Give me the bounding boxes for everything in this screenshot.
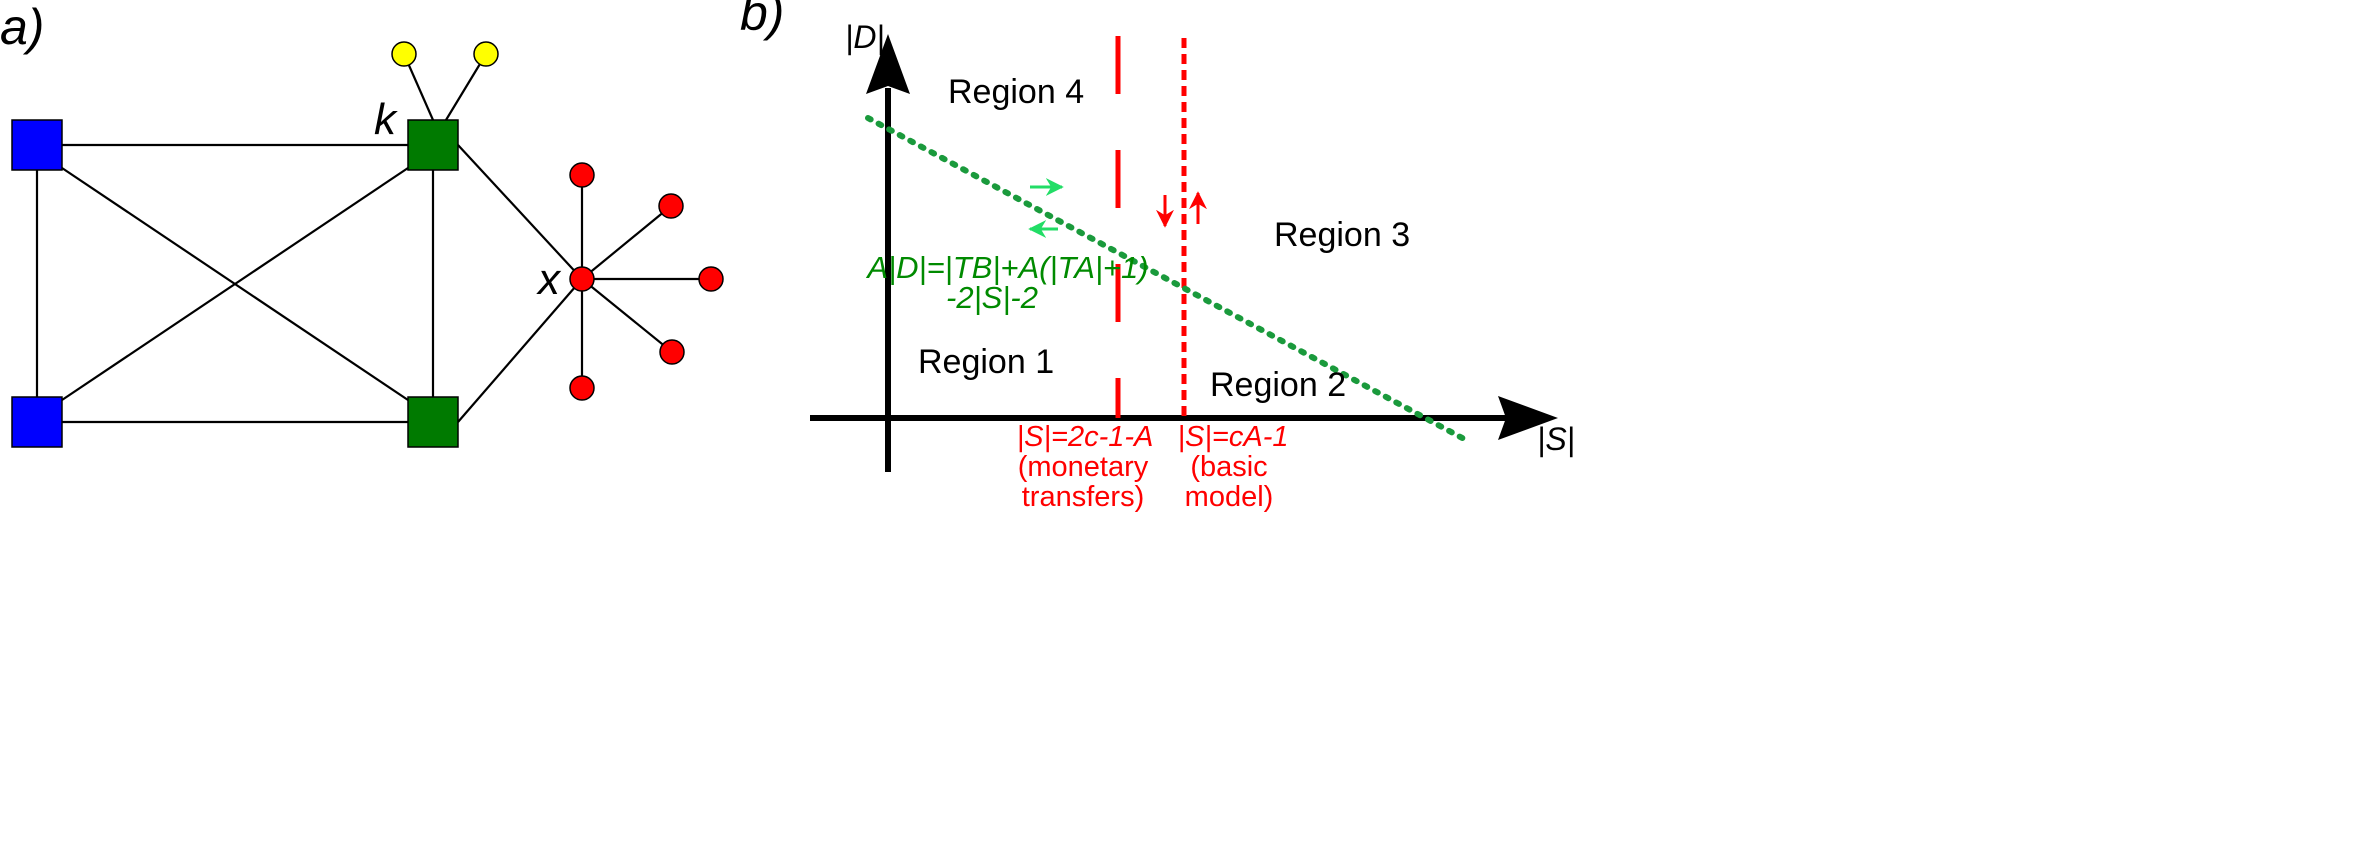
red-leaf-node — [659, 339, 685, 365]
panel-b-label: b) — [740, 0, 784, 41]
blue-node-bottom-left — [11, 396, 63, 448]
panel-a: a) — [0, 0, 724, 448]
green-node-bottom — [407, 396, 459, 448]
red-hub-node-x — [569, 266, 595, 292]
edge — [581, 205, 672, 280]
region-3-label: Region 3 — [1274, 216, 1410, 254]
blue-node-top-left — [11, 119, 63, 171]
edge — [457, 278, 583, 423]
edge — [61, 167, 409, 401]
yellow-leaf-node — [391, 41, 417, 67]
panel-a-label: a) — [0, 0, 44, 55]
monetary-threshold-note-2: transfers) — [1022, 481, 1144, 513]
region-4-label: Region 4 — [948, 73, 1084, 111]
red-leaf-node — [698, 266, 724, 292]
monetary-threshold-label: |S|=2c-1-A — [1017, 421, 1154, 453]
boundary-equation-line-2: -2|S|-2 — [946, 280, 1038, 315]
region-1-label: Region 1 — [918, 343, 1054, 381]
red-leaf-node — [569, 375, 595, 401]
yellow-leaf-node — [473, 41, 499, 67]
region-2-label: Region 2 — [1210, 366, 1346, 404]
y-axis-label: |D| — [845, 19, 885, 55]
boundary-line — [865, 115, 1469, 443]
green-node-k — [407, 119, 459, 171]
basic-threshold-note-2: model) — [1185, 481, 1274, 513]
x-axis-label: |S| — [1537, 421, 1575, 457]
node-k-label: k — [374, 95, 398, 144]
panel-b: b) |D| |S| Region 4 Region 3 Region 1 Re… — [740, 0, 1575, 513]
red-leaf-node — [658, 193, 684, 219]
red-leaf-node — [569, 162, 595, 188]
x-axis-arrowhead — [1498, 396, 1558, 440]
basic-threshold-label: |S|=cA-1 — [1178, 421, 1289, 453]
boundary-equation-line-1: A|D|=|TB|+A(|TA|+1) — [865, 250, 1148, 285]
graph-edges — [35, 53, 711, 424]
monetary-threshold-note-1: (monetary — [1018, 451, 1149, 483]
basic-threshold-note-1: (basic — [1190, 451, 1267, 483]
edge — [445, 53, 487, 121]
node-x-label: x — [536, 255, 562, 304]
edge — [457, 144, 583, 280]
edge — [581, 278, 673, 353]
y-axis-arrowhead — [866, 34, 910, 94]
